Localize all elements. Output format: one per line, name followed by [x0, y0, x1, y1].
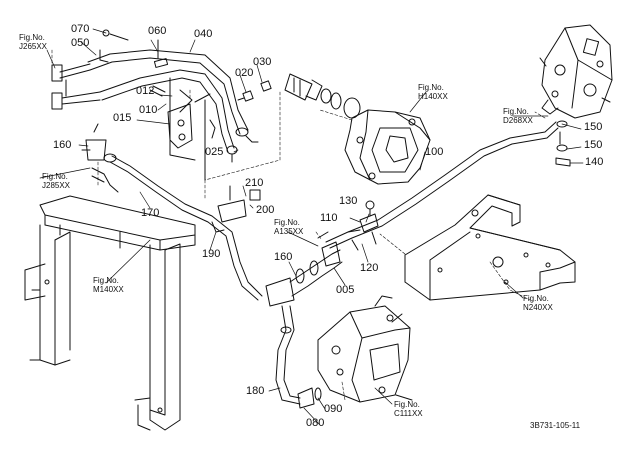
fig-ref-j265-caption: Fig.No. [19, 33, 45, 42]
leader-lines [52, 50, 545, 400]
part-label-070: 070 [71, 23, 90, 35]
fig-ref-m140[interactable]: Fig.No. M140XX [93, 276, 124, 294]
part-label-090: 090 [324, 403, 343, 415]
fig-ref-h140[interactable]: Fig.No. H140XX [418, 83, 448, 101]
fitting-160-005 [266, 230, 360, 306]
clamp-bracket-010 [168, 78, 215, 180]
part-label-190: 190 [202, 248, 221, 260]
clamp-190-200-210 [212, 186, 260, 232]
part-label-130: 130 [339, 195, 358, 207]
fig-ref-j265[interactable]: Fig.No. J265XX [19, 33, 47, 51]
part-label-160-left: 160 [53, 139, 72, 151]
part-label-150-lower: 150 [584, 139, 603, 151]
frame-bracket-n240 [405, 195, 575, 300]
part-label-120: 120 [360, 262, 379, 274]
part-label-170: 170 [141, 207, 160, 219]
part-label-150-upper: 150 [584, 121, 603, 133]
part-label-080: 080 [306, 417, 325, 429]
part-label-210: 210 [245, 177, 264, 189]
frame-m140 [25, 196, 195, 430]
pipe-040-assembly [52, 50, 258, 162]
pipe-170 [82, 124, 262, 300]
fig-ref-h140-caption: Fig.No. [418, 83, 444, 92]
valve-h140 [285, 74, 430, 184]
label-leaders [40, 29, 583, 424]
fig-ref-n240[interactable]: Fig.No. N240XX [523, 294, 553, 312]
part-label-030: 030 [253, 56, 272, 68]
part-label-060: 060 [148, 25, 167, 37]
fig-ref-n240-number: N240XX [523, 303, 553, 313]
part-label-100: 100 [425, 146, 444, 158]
fig-ref-n240-caption: Fig.No. [523, 294, 549, 303]
pump-d268 [540, 25, 612, 118]
part-label-180: 180 [246, 385, 265, 397]
clamp-110-130 [352, 201, 378, 250]
fig-ref-a135[interactable]: Fig.No. A135XX [274, 218, 303, 236]
fig-ref-c111-caption: Fig.No. [394, 400, 420, 409]
part-label-140: 140 [585, 156, 604, 168]
fig-ref-d268[interactable]: Fig.No. D268XX [503, 107, 533, 125]
part-label-005: 005 [336, 284, 355, 296]
fig-ref-a135-caption: Fig.No. [274, 218, 300, 227]
part-label-050: 050 [71, 37, 90, 49]
bolts-and-clamps [100, 30, 271, 101]
fig-ref-a135-number: A135XX [274, 227, 304, 237]
pipe-180 [276, 306, 321, 408]
fig-ref-j285-number: J285XX [42, 181, 71, 191]
part-label-010: 010 [139, 104, 158, 116]
part-label-012: 012 [136, 85, 155, 97]
part-label-020: 020 [235, 67, 254, 79]
part-label-200: 200 [256, 204, 275, 216]
part-label-110: 110 [320, 212, 338, 224]
catalog-number: 3B731-105-11 [530, 421, 581, 430]
fig-ref-j285[interactable]: Fig.No. J285XX [42, 172, 70, 190]
fig-ref-j285-caption: Fig.No. [42, 172, 68, 181]
fig-ref-d268-number: D268XX [503, 116, 533, 126]
fig-ref-c111-number: C111XX [394, 409, 423, 419]
fig-ref-d268-caption: Fig.No. [503, 107, 529, 116]
fig-ref-m140-caption: Fig.No. [93, 276, 119, 285]
fig-ref-m140-number: M140XX [93, 285, 124, 295]
valve-c111 [318, 296, 412, 402]
part-label-025: 025 [205, 146, 224, 158]
pipe-100 [326, 121, 570, 248]
part-label-160-centre: 160 [274, 251, 293, 263]
part-label-015: 015 [113, 112, 132, 124]
part-label-040: 040 [194, 28, 213, 40]
fig-ref-c111[interactable]: Fig.No. C111XX [394, 400, 423, 418]
fig-ref-h140-number: H140XX [418, 92, 448, 102]
fig-ref-j265-number: J265XX [19, 42, 48, 52]
